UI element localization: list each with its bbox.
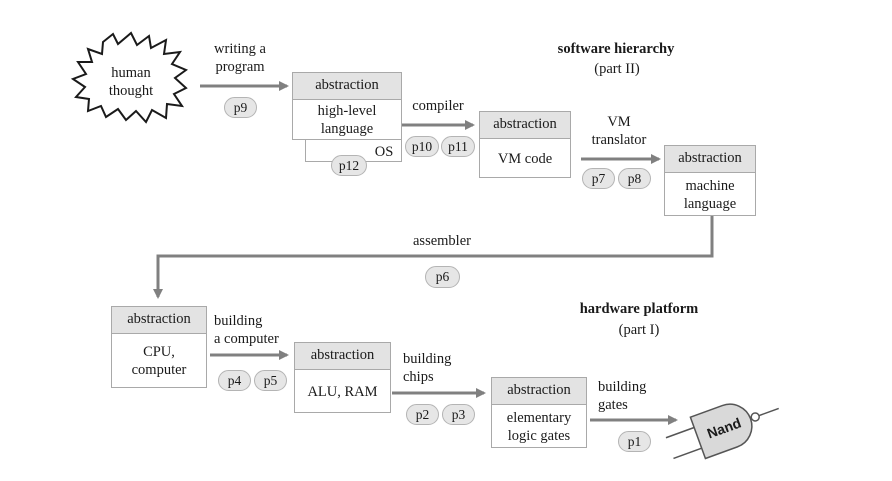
- pill-p3: p3: [442, 404, 475, 425]
- box-body: elementary logic gates: [506, 409, 572, 444]
- compiler-label: compiler: [412, 98, 464, 114]
- box-body: high-level language: [317, 103, 377, 137]
- pill-p12: p12: [331, 155, 367, 176]
- human-thought-label: human thought: [108, 65, 154, 99]
- pill-p9: p9: [224, 97, 257, 118]
- building-computer-label: building a computer: [214, 313, 279, 347]
- box-high-level-language: abstraction high-level language: [292, 72, 402, 140]
- thought-burst-icon: [70, 31, 189, 124]
- hardware-platform-title: hardware platform: [579, 301, 699, 317]
- pill-p5: p5: [254, 370, 287, 391]
- os-label: OS: [374, 144, 394, 160]
- box-body: CPU, computer: [131, 344, 187, 378]
- building-gates-label: building gates: [598, 379, 647, 413]
- building-chips-label: building chips: [403, 351, 452, 385]
- box-vm-code: abstraction VM code: [479, 111, 571, 178]
- box-header: abstraction: [293, 73, 401, 100]
- pill-p4: p4: [218, 370, 251, 391]
- nand-gate-icon: [665, 403, 779, 460]
- box-header: abstraction: [665, 146, 755, 173]
- pill-p7: p7: [582, 168, 615, 189]
- pill-p11: p11: [441, 136, 475, 157]
- software-hierarchy-title: software hierarchy: [557, 41, 675, 57]
- box-alu-ram: abstraction ALU, RAM: [294, 342, 391, 413]
- pill-p6: p6: [425, 266, 460, 288]
- pill-p1: p1: [618, 431, 651, 452]
- pill-p8: p8: [618, 168, 651, 189]
- software-part-label: (part II): [594, 61, 640, 77]
- box-machine-language: abstraction machine language: [664, 145, 756, 216]
- box-body: machine language: [683, 177, 737, 212]
- box-cpu-computer: abstraction CPU, computer: [111, 306, 207, 388]
- box-body: ALU, RAM: [307, 383, 378, 400]
- pill-p2: p2: [406, 404, 439, 425]
- assembler-label: assembler: [413, 233, 471, 249]
- box-header: abstraction: [480, 112, 570, 139]
- box-elementary-logic-gates: abstraction elementary logic gates: [491, 377, 587, 448]
- vm-translator-label: VM translator: [591, 114, 647, 148]
- box-header: abstraction: [492, 378, 586, 405]
- box-header: abstraction: [112, 307, 206, 334]
- writing-program-label: writing a program: [214, 41, 266, 75]
- box-header: abstraction: [295, 343, 390, 370]
- box-body: VM code: [497, 150, 553, 167]
- pill-p10: p10: [405, 136, 439, 157]
- arrow-assembler: [153, 216, 714, 299]
- hardware-part-label: (part I): [618, 322, 660, 338]
